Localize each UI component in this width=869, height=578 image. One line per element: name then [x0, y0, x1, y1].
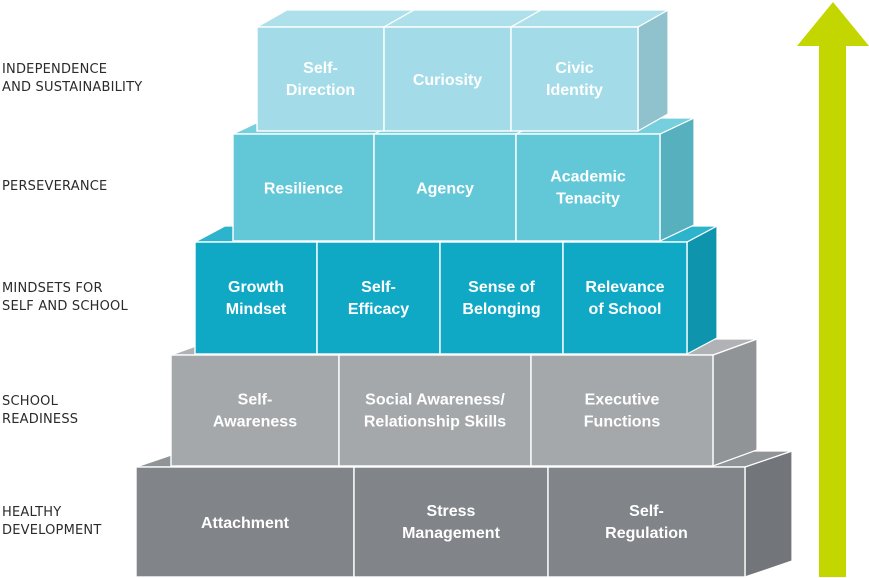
block-front-face	[338, 354, 532, 467]
block-front-face	[515, 133, 661, 242]
block-label-line1: Curiosity	[413, 72, 482, 89]
block-front-face	[194, 241, 318, 355]
tier-label-independence: INDEPENDENCE AND SUSTAINABILITY	[2, 62, 143, 95]
block-label-line2: Efficacy	[348, 301, 409, 318]
tier-school-readiness: Self- Awareness Social Awareness/Relations…	[170, 338, 758, 467]
block-school-readiness-2: Social Awareness/Relationship Skills	[338, 354, 532, 467]
block-front-face	[547, 466, 746, 578]
block-independence-2: Curiosity	[383, 26, 512, 132]
block-label-line1: Agency	[416, 181, 474, 198]
block-label-line1: Social Awareness/	[365, 392, 505, 409]
block-independence-1: Self- Direction	[256, 26, 385, 132]
block-label-line2: of School	[589, 301, 662, 318]
block-healthy-development-3: Self- Regulation	[547, 466, 746, 578]
block-front-face	[170, 354, 340, 467]
block-label-line2: Direction	[286, 82, 355, 99]
block-label-line2: Mindset	[226, 301, 287, 318]
block-front-face	[439, 241, 564, 355]
block-front-face	[256, 26, 385, 132]
block-front-face	[232, 133, 375, 242]
block-label-line2: Belonging	[462, 301, 540, 318]
tier-label-healthy-development: HEALTHY DEVELOPMENT	[2, 505, 102, 538]
block-label-line2: Awareness	[213, 414, 297, 431]
block-front-face	[316, 241, 441, 355]
block-mindsets-2: Self- Efficacy	[316, 241, 441, 355]
tier-label-mindsets: MINDSETS FOR SELF AND SCHOOL	[2, 281, 128, 314]
tier-side-face	[712, 338, 758, 467]
block-label-line1: Self-	[361, 279, 396, 296]
block-label-line1: Academic	[550, 169, 626, 186]
block-label-line2: Relationship Skills	[364, 414, 506, 431]
block-label-line2: Regulation	[605, 525, 688, 542]
block-front-face	[135, 466, 355, 578]
tier-side-face	[744, 450, 793, 578]
block-label-line2: Identity	[546, 82, 603, 99]
tier-label-school-readiness: SCHOOL READINESS	[2, 394, 79, 427]
block-healthy-development-1: Attachment	[135, 466, 355, 578]
tier-side-face	[637, 8, 669, 133]
block-label-line1: Stress	[427, 503, 476, 520]
block-label-line1: Relevance	[585, 279, 664, 296]
block-label-line1: Self-	[303, 60, 338, 77]
block-perseverance-2: Agency	[373, 133, 517, 242]
block-label-line2: Functions	[584, 414, 661, 431]
block-label-line1: Growth	[228, 279, 284, 296]
block-mindsets-3: Sense of Belonging	[439, 241, 564, 355]
block-front-face	[562, 241, 688, 355]
block-front-face	[383, 26, 512, 132]
block-front-face	[353, 466, 549, 578]
block-label-line1: Civic	[555, 60, 593, 77]
block-front-face	[510, 26, 639, 132]
block-label-line2: Management	[402, 525, 500, 542]
block-perseverance-1: Resilience	[232, 133, 375, 242]
block-label-line2: Tenacity	[556, 191, 620, 208]
tier-label-perseverance: PERSEVERANCE	[2, 179, 108, 194]
tier-side-face	[659, 117, 695, 242]
block-label-line1: Executive	[585, 392, 660, 409]
block-label-line1: Sense of	[468, 279, 535, 296]
tier-side-face	[686, 225, 718, 355]
block-label-line1: Attachment	[201, 515, 290, 532]
block-label-line1: Self-	[238, 392, 273, 409]
block-label-line1: Self-	[629, 503, 664, 520]
progression-up-arrow-icon	[797, 2, 869, 577]
block-front-face	[530, 354, 714, 467]
block-school-readiness-1: Self- Awareness	[170, 354, 340, 467]
block-front-face	[373, 133, 517, 242]
block-mindsets-4: Relevance of School	[562, 241, 688, 355]
block-label-line1: Resilience	[264, 181, 343, 198]
